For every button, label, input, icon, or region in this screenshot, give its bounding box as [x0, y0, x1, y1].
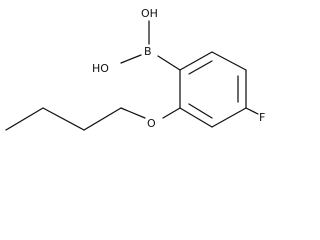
butyl-bond-1 — [83, 107, 122, 131]
butyl-bond-2 — [42, 107, 85, 131]
chemical-structure-canvas: OH HO B O F — [5, 7, 266, 131]
ring-bond-2 — [211, 51, 247, 71]
ring-bond-1 — [179, 51, 213, 71]
bond-ether-o-chain — [120, 107, 146, 119]
bond-ring-fluorine — [245, 107, 259, 115]
ring-double-bond-bottom — [188, 103, 213, 119]
atom-boron-label: B — [144, 45, 152, 58]
bond-ring-ether-o — [162, 107, 181, 119]
ring-bond-4 — [211, 107, 247, 128]
atom-fluorine-label: F — [259, 111, 265, 124]
molecule-diagram: OH HO B O F — [5, 7, 265, 131]
bond-b-ring — [157, 55, 181, 71]
butyl-bond-3 — [5, 107, 44, 131]
atom-ether-oxygen-label: O — [147, 117, 156, 130]
ring-double-bond-top — [188, 60, 213, 75]
ring-bond-5 — [179, 107, 213, 128]
bond-b-oh-left — [120, 54, 142, 64]
atom-ho-left-label: HO — [92, 62, 109, 75]
atom-oh-top-label: OH — [141, 7, 158, 20]
